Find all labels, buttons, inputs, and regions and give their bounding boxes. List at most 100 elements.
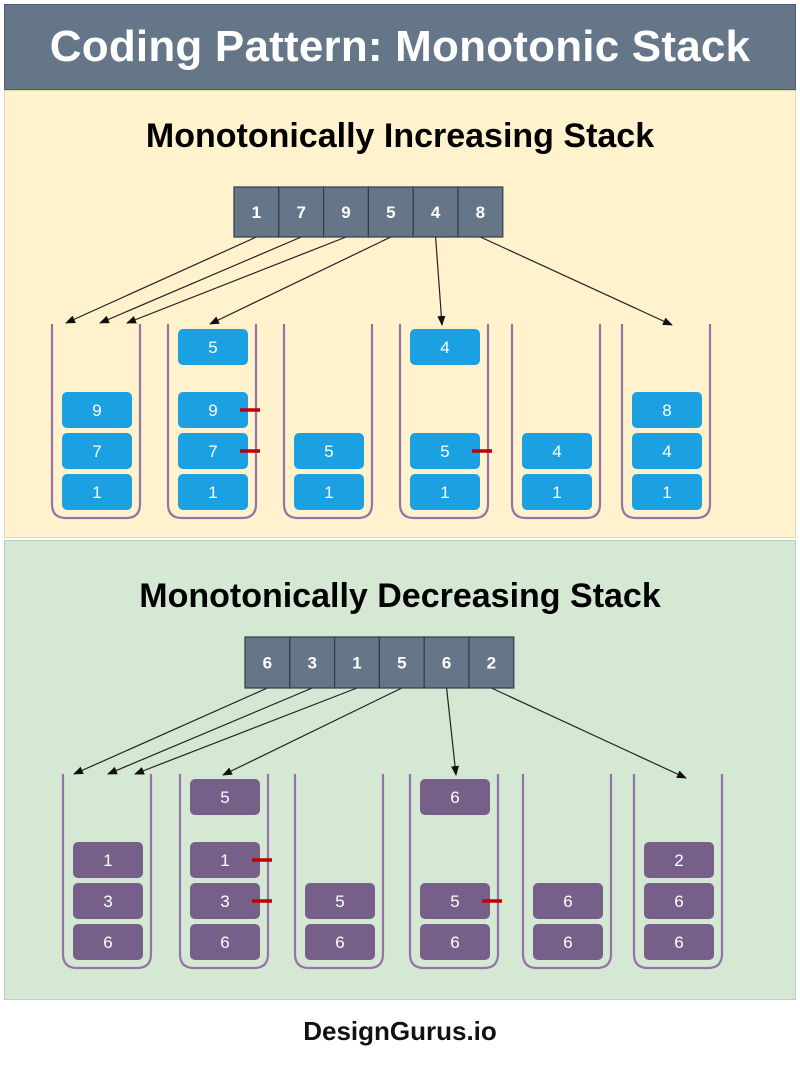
dec-stack-item (644, 842, 714, 878)
dec-stack-item-value: 3 (220, 892, 229, 911)
dec-array-cell-2 (334, 636, 381, 689)
inc-stack-item (62, 474, 132, 510)
inc-stack-item-value: 1 (552, 483, 561, 502)
dec-array-value-2: 1 (352, 654, 361, 673)
dec-arrow-3 (222, 687, 403, 776)
dec-array-value-5: 2 (487, 654, 496, 673)
decreasing-title: Monotonically Decreasing Stack (139, 577, 661, 615)
dec-stack-item (533, 883, 603, 919)
dec-arrow-4 (446, 687, 460, 776)
inc-stack-item-value: 1 (92, 483, 101, 502)
inc-array-cell-0 (233, 186, 280, 238)
dec-arrow-2 (134, 687, 358, 775)
dec-incoming-item (190, 779, 260, 815)
dec-array-value-1: 3 (307, 654, 316, 673)
inc-stack-item-value: 4 (662, 442, 671, 461)
inc-arrow-1 (99, 236, 302, 324)
dec-incoming-item (420, 779, 490, 815)
dec-stack-item (73, 883, 143, 919)
inc-array-cell-1 (278, 186, 325, 238)
dec-stack-item (73, 842, 143, 878)
inc-incoming-item-value: 4 (440, 338, 449, 357)
dec-array-cell-0 (244, 636, 291, 689)
dec-stack-container-5 (632, 774, 724, 970)
inc-arrow-5 (480, 236, 673, 326)
inc-stack-item (62, 433, 132, 469)
inc-array-value-0: 1 (252, 203, 261, 222)
increasing-title: Monotonically Increasing Stack (145, 117, 655, 155)
inc-stack-container-4 (510, 324, 602, 520)
dec-stack-item (305, 924, 375, 960)
dec-stack-item (533, 924, 603, 960)
inc-arrow-2 (126, 236, 347, 324)
inc-incoming-item-value: 5 (208, 338, 217, 357)
dec-incoming-item-value: 6 (450, 788, 459, 807)
inc-array-value-2: 9 (341, 203, 350, 222)
dec-stack-item (190, 842, 260, 878)
dec-stack-item-value: 5 (335, 892, 344, 911)
dec-stack-item-value: 5 (450, 892, 459, 911)
inc-array-value-1: 7 (296, 203, 305, 222)
dec-array-value-4: 6 (442, 654, 451, 673)
inc-stack-item (522, 474, 592, 510)
dec-stack-item (190, 924, 260, 960)
footer-brand: DesignGurus.io (303, 1016, 497, 1046)
dec-array-value-0: 6 (263, 654, 272, 673)
dec-stack-item-value: 1 (220, 851, 229, 870)
dec-stack-item (73, 924, 143, 960)
inc-stack-item (410, 474, 480, 510)
dec-stack-item (305, 883, 375, 919)
inc-array-cell-3 (367, 186, 414, 238)
inc-stack-item-value: 5 (440, 442, 449, 461)
inc-stack-item (522, 433, 592, 469)
dec-stack-container-4 (521, 774, 613, 970)
inc-stack-container-1 (166, 324, 258, 520)
inc-stack-item (178, 392, 248, 428)
inc-stack-item (410, 433, 480, 469)
dec-stack-item-value: 6 (220, 933, 229, 952)
inc-stack-item (632, 474, 702, 510)
dec-stack-item-value: 6 (450, 933, 459, 952)
inc-stack-item-value: 4 (552, 442, 561, 461)
dec-incoming-item-value: 5 (220, 788, 229, 807)
dec-stack-container-1 (178, 774, 270, 970)
dec-stack-item (644, 883, 714, 919)
inc-incoming-item (410, 329, 480, 365)
dec-stack-item-value: 6 (674, 933, 683, 952)
dec-stack-item-value: 2 (674, 851, 683, 870)
inc-stack-item-value: 8 (662, 401, 671, 420)
inc-array-cell-2 (323, 186, 370, 238)
inc-stack-item (62, 392, 132, 428)
dec-stack-item (420, 924, 490, 960)
dec-stack-item (644, 924, 714, 960)
inc-stack-item (294, 474, 364, 510)
inc-stack-item-value: 1 (324, 483, 333, 502)
inc-stack-container-5 (620, 324, 712, 520)
dec-stack-item-value: 6 (674, 892, 683, 911)
inc-stack-item (178, 474, 248, 510)
inc-arrow-4 (435, 236, 446, 326)
dec-stack-container-2 (293, 774, 385, 970)
dec-array-cell-5 (468, 636, 515, 689)
inc-stack-item-value: 1 (208, 483, 217, 502)
dec-stack-item-value: 6 (335, 933, 344, 952)
inc-stack-container-2 (282, 324, 374, 520)
inc-stack-container-3 (398, 324, 490, 520)
inc-stack-item-value: 9 (208, 401, 217, 420)
dec-arrow-5 (491, 687, 687, 779)
dec-arrow-0 (73, 687, 268, 775)
inc-array-value-5: 8 (476, 203, 485, 222)
dec-stack-item (420, 883, 490, 919)
inc-stack-item (632, 433, 702, 469)
inc-stack-item-value: 5 (324, 442, 333, 461)
dec-arrow-1 (107, 687, 313, 775)
header-bar: Coding Pattern: Monotonic Stack (4, 4, 796, 90)
inc-array-value-3: 5 (386, 203, 395, 222)
dec-stack-item-value: 6 (563, 892, 572, 911)
dec-array-cell-1 (289, 636, 336, 689)
dec-array-value-3: 5 (397, 654, 406, 673)
inc-stack-item-value: 1 (662, 483, 671, 502)
dec-stack-item-value: 1 (103, 851, 112, 870)
